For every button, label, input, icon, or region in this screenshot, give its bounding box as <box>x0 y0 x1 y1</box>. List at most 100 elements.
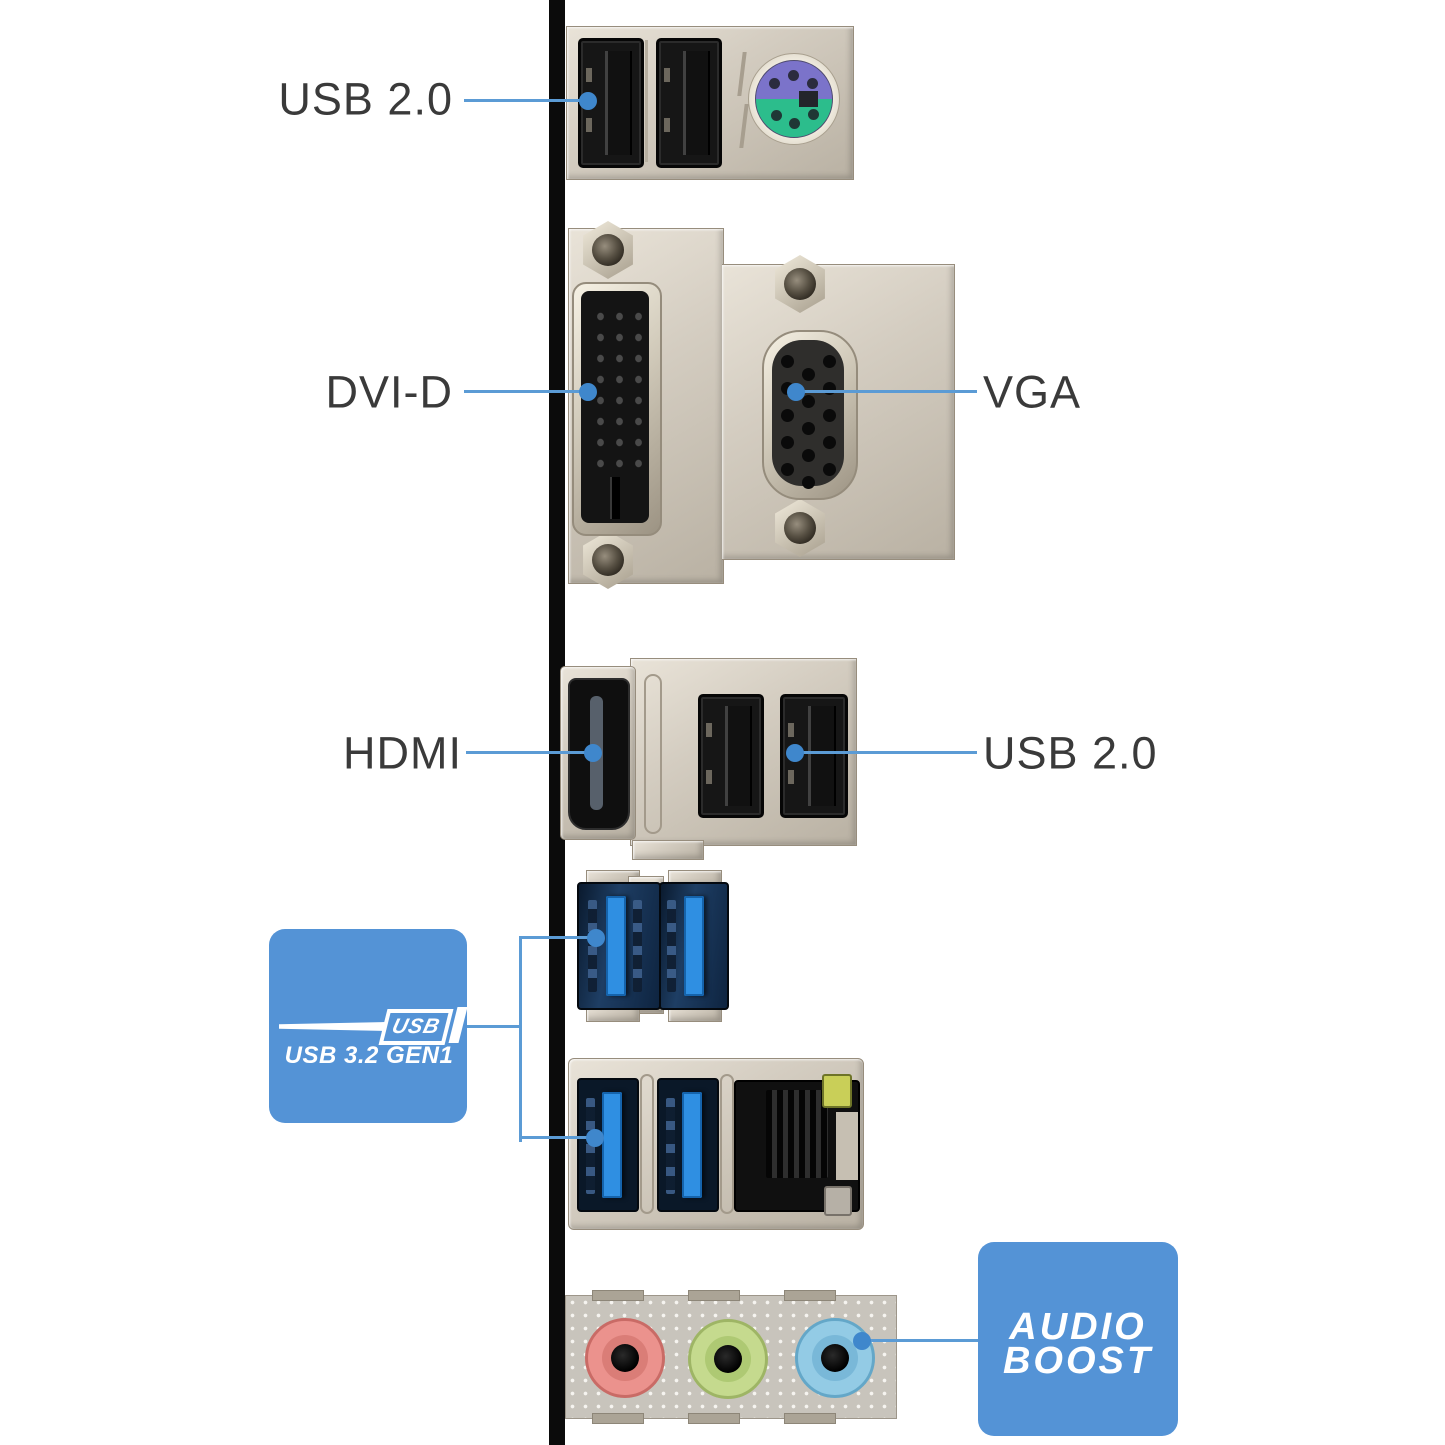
ps2-key-notch <box>799 91 818 107</box>
ps2-port-icon <box>755 60 833 138</box>
callout-dot-dvi <box>579 383 597 401</box>
dvi-blade-slot <box>610 477 620 519</box>
ps2-pin-hole <box>788 70 799 81</box>
usb3-contacts <box>633 900 642 992</box>
contact-glint <box>788 770 794 785</box>
callout-dot-usb2-top <box>579 92 597 110</box>
callout-label-hdmi: HDMI <box>343 727 462 779</box>
usb-tongue <box>605 50 632 156</box>
usb-tongue <box>725 706 752 806</box>
board-edge-bar <box>549 0 565 1445</box>
audio-jack-green-icon <box>688 1319 768 1399</box>
callout-label-vga: VGA <box>983 366 1082 418</box>
usb3-tongue <box>682 1092 702 1198</box>
audio-callout-line <box>862 1339 978 1342</box>
callout-dot-usb3-top <box>587 929 605 947</box>
plate-tab <box>784 1290 836 1301</box>
vga-pin-hole <box>802 422 815 435</box>
bracket-seam <box>645 40 648 162</box>
plate-tab <box>688 1290 740 1301</box>
callout-line-usb2-top <box>464 99 588 102</box>
audio-jack-blue-icon <box>795 1318 875 1398</box>
dvi-pin-grid <box>588 303 644 471</box>
usb-logo-box: USB <box>378 1009 454 1045</box>
usb3-port-icon <box>657 1078 719 1212</box>
vga-pin-hole <box>781 355 794 368</box>
audio-boost-line2: BOOST <box>1002 1340 1154 1382</box>
contact-glint <box>664 117 670 132</box>
usb2-port-icon <box>698 694 764 818</box>
vga-pin-hole <box>823 355 836 368</box>
usb3-tongue <box>684 896 704 996</box>
ps2-pin-hole <box>771 110 782 121</box>
vga-pin-hole <box>781 463 794 476</box>
usb3-tongue <box>606 896 626 996</box>
bracket-stamp-slot <box>720 1074 734 1214</box>
callout-dot-hdmi <box>584 744 602 762</box>
usb-tongue <box>683 50 710 156</box>
ps2-pin-hole <box>807 78 818 89</box>
callout-dot-vga <box>787 383 805 401</box>
hex-standoff-nut <box>583 531 633 589</box>
callout-line-hdmi <box>466 751 593 754</box>
vga-pin-hole <box>802 476 815 489</box>
vga-pin-hole <box>823 463 836 476</box>
plate-tab <box>592 1290 644 1301</box>
usb3-port-icon <box>659 882 729 1010</box>
ps2-pin-hole <box>808 109 819 120</box>
usb3-contacts <box>667 900 676 992</box>
rj45-clip-recess <box>836 1112 858 1180</box>
bracket-stamp-slot <box>640 1074 654 1214</box>
dvi-d-port-icon <box>572 282 662 536</box>
audio-jack-pink-icon <box>585 1318 665 1398</box>
ps2-pin-hole <box>769 78 780 89</box>
audio-boost-badge: AUDIO BOOST <box>978 1242 1178 1436</box>
vga-pin-hole <box>823 436 836 449</box>
contact-glint <box>664 68 670 83</box>
vga-pin-column <box>781 355 794 476</box>
ps2-pin-hole <box>789 118 800 129</box>
plate-tab <box>688 1413 740 1424</box>
callout-label-dvi: DVI-D <box>325 366 453 418</box>
usb32-badge-label: USB 3.2 GEN1 <box>284 1042 454 1069</box>
vga-pin-column <box>802 368 815 489</box>
ethernet-port-icon <box>734 1074 860 1216</box>
vga-pin-hole <box>781 409 794 422</box>
contact-glint <box>706 770 712 785</box>
callout-line-usb2-mid <box>795 751 977 754</box>
vga-pin-column <box>823 355 836 476</box>
usb-logo-bar <box>279 1022 385 1031</box>
usb32-gen1-badge: USB USB 3.2 GEN1 <box>269 929 468 1123</box>
plate-tab <box>784 1413 836 1424</box>
jack-hole <box>821 1344 849 1372</box>
usb2-port-icon <box>656 38 722 168</box>
rj45-pin-block <box>766 1090 828 1178</box>
usb-tongue <box>808 706 836 806</box>
vga-pin-hole <box>823 382 836 395</box>
usb-logo-text: USB <box>389 1015 443 1038</box>
callout-dot-audio <box>853 1332 871 1350</box>
usb32-top-line <box>521 936 591 939</box>
callout-label-usb2-top: USB 2.0 <box>278 73 453 125</box>
lan-led-activity <box>822 1074 852 1108</box>
plate-tab <box>592 1413 644 1424</box>
vga-pin-hole <box>802 395 815 408</box>
vga-pin-hole <box>802 368 815 381</box>
callout-line-dvi <box>464 390 588 393</box>
lan-led-link <box>824 1186 852 1216</box>
callout-dot-usb2-mid <box>786 744 804 762</box>
usb32-bottom-line <box>521 1136 591 1139</box>
jack-hole <box>714 1345 742 1373</box>
contact-glint <box>788 722 794 737</box>
vga-face <box>772 340 844 489</box>
usb32-box-line <box>467 1025 521 1028</box>
vga-pin-hole <box>823 409 836 422</box>
contact-glint <box>706 722 712 737</box>
usb3-tongue <box>602 1092 622 1198</box>
contact-glint <box>586 117 592 132</box>
vga-port-icon <box>762 330 858 500</box>
bracket-bottom-tab <box>632 840 704 860</box>
contact-glint <box>586 68 592 83</box>
vga-pin-hole <box>781 436 794 449</box>
